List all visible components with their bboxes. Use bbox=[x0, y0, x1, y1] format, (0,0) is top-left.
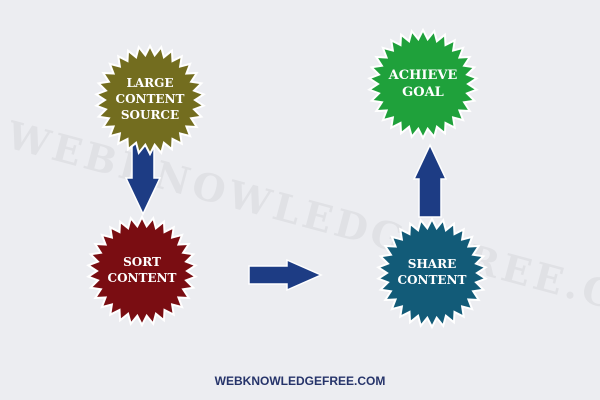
node-large-content-source: LARGE CONTENT SOURCE bbox=[94, 43, 206, 157]
starburst-badge-icon bbox=[94, 43, 206, 157]
node-label-line: SORT bbox=[123, 255, 161, 270]
starburst-badge-icon bbox=[367, 27, 479, 141]
arrow-right-icon bbox=[248, 258, 323, 292]
node-label-line: LARGE bbox=[126, 76, 174, 91]
starburst-badge-icon bbox=[86, 214, 198, 328]
starburst-badge-icon bbox=[376, 216, 488, 330]
node-label-line: ACHIEVE bbox=[388, 67, 458, 83]
node-label-line: SOURCE bbox=[120, 107, 180, 122]
node-label-line: CONTENT bbox=[115, 92, 185, 107]
site-footer-text: WEBKNOWLEDGEFREE.COM bbox=[214, 374, 386, 388]
node-sort-content: SORT CONTENT bbox=[86, 214, 198, 328]
node-label-line: CONTENT bbox=[107, 271, 177, 285]
node-share-content: SHARE CONTENT bbox=[376, 216, 488, 330]
node-achieve-goal: ACHIEVE GOAL bbox=[367, 27, 479, 141]
node-label-line: GOAL bbox=[402, 85, 444, 100]
node-label-line: SHARE bbox=[407, 257, 457, 272]
node-label-line: CONTENT bbox=[397, 273, 467, 287]
arrow-up-icon bbox=[412, 143, 448, 218]
